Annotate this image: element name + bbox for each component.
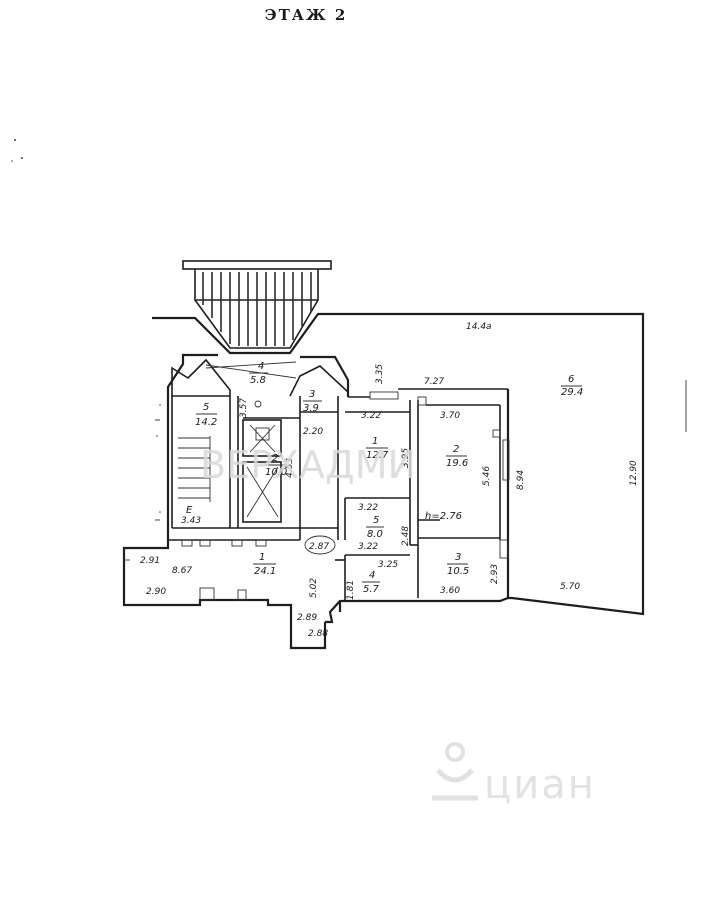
dimension-labels: 14.4a 7.27 3.22 3.70 3.22 2.20 4.53 3.95… bbox=[140, 322, 639, 639]
svg-text:Е: Е bbox=[186, 505, 193, 516]
svg-text:3.22: 3.22 bbox=[361, 411, 381, 421]
room-1-127: 112.7 bbox=[366, 436, 389, 461]
svg-text:2.89: 2.89 bbox=[297, 613, 317, 623]
svg-text:2.20: 2.20 bbox=[303, 427, 323, 437]
svg-text:5.7: 5.7 bbox=[363, 584, 380, 595]
circled-dimension: 2.87 bbox=[304, 535, 336, 555]
floor-title: ЭТАЖ 2 bbox=[264, 6, 348, 24]
watermark-text: ВЕРХАДМИ bbox=[200, 443, 416, 487]
svg-text:14.2: 14.2 bbox=[195, 417, 217, 428]
room-5-142: 514.2 bbox=[195, 402, 217, 428]
svg-text:12.90: 12.90 bbox=[629, 460, 639, 486]
svg-text:2: 2 bbox=[453, 444, 459, 455]
watermarks: ВЕРХАДМИ циан bbox=[200, 443, 596, 808]
svg-text:5: 5 bbox=[373, 515, 379, 526]
entrance-stair-hatch bbox=[182, 260, 332, 349]
svg-text:3: 3 bbox=[455, 552, 461, 563]
svg-text:8.0: 8.0 bbox=[367, 529, 383, 540]
svg-text:3.57: 3.57 bbox=[239, 398, 249, 418]
svg-text:3: 3 bbox=[309, 389, 315, 400]
room-4-57: 45.7 bbox=[362, 570, 380, 595]
interior-walls bbox=[124, 380, 687, 601]
room-2-100: 210.0 bbox=[265, 453, 287, 478]
svg-text:6: 6 bbox=[568, 374, 574, 385]
svg-text:2.87: 2.87 bbox=[309, 542, 329, 552]
room-6-294: 629.4 bbox=[561, 374, 583, 398]
svg-text:2: 2 bbox=[272, 453, 278, 464]
svg-text:1: 1 bbox=[372, 436, 378, 447]
svg-text:3.22: 3.22 bbox=[358, 503, 378, 513]
svg-text:4: 4 bbox=[258, 361, 264, 372]
svg-text:8.94: 8.94 bbox=[516, 470, 526, 490]
svg-text:14.4a: 14.4a bbox=[466, 322, 492, 332]
svg-text:5.70: 5.70 bbox=[560, 582, 580, 592]
svg-text:10.5: 10.5 bbox=[447, 566, 469, 577]
svg-text:5.02: 5.02 bbox=[309, 578, 319, 598]
svg-text:3.60: 3.60 bbox=[440, 586, 460, 596]
svg-text:5: 5 bbox=[203, 402, 209, 413]
svg-text:24.1: 24.1 bbox=[254, 566, 276, 577]
svg-text:19.6: 19.6 bbox=[446, 458, 468, 469]
room-e: Е3.43 bbox=[181, 505, 201, 526]
room-3-105: 310.5 bbox=[447, 552, 469, 577]
svg-text:4.53: 4.53 bbox=[285, 458, 295, 478]
outer-walls bbox=[122, 312, 645, 650]
svg-text:3.70: 3.70 bbox=[440, 411, 460, 421]
room-1-24: 124.1 bbox=[253, 552, 276, 577]
svg-text:12.7: 12.7 bbox=[366, 450, 389, 461]
svg-text:3.43: 3.43 bbox=[181, 516, 201, 526]
svg-text:29.4: 29.4 bbox=[561, 387, 583, 398]
svg-text:3.25: 3.25 bbox=[378, 560, 398, 570]
svg-text:8.67: 8.67 bbox=[172, 566, 192, 576]
svg-text:2.93: 2.93 bbox=[490, 564, 500, 584]
svg-text:1.81: 1.81 bbox=[346, 580, 356, 600]
svg-text:2.91: 2.91 bbox=[140, 556, 160, 566]
svg-text:7.27: 7.27 bbox=[424, 377, 444, 387]
svg-text:1: 1 bbox=[259, 552, 265, 563]
svg-text:3.95: 3.95 bbox=[401, 448, 411, 468]
svg-text:5.46: 5.46 bbox=[482, 466, 492, 486]
svg-text:5.8: 5.8 bbox=[250, 375, 266, 386]
cian-logo-icon bbox=[432, 742, 478, 801]
room-labels: 45.8 514.2 33.9 112.7 219.6 210.0 629.4 … bbox=[181, 361, 583, 595]
svg-text:3.9: 3.9 bbox=[303, 403, 319, 414]
svg-text:2.88: 2.88 bbox=[308, 629, 328, 639]
svg-text:3.35: 3.35 bbox=[375, 364, 385, 384]
room-2-196: 219.6 bbox=[446, 444, 468, 469]
svg-text:4: 4 bbox=[369, 570, 375, 581]
stair-core bbox=[171, 358, 349, 540]
svg-text:2.48: 2.48 bbox=[401, 526, 411, 546]
room-3-39: 33.9 bbox=[303, 389, 322, 414]
svg-text:10.0: 10.0 bbox=[265, 467, 287, 478]
svg-text:2.90: 2.90 bbox=[146, 587, 166, 597]
room-5-80: 58.0 bbox=[366, 515, 384, 540]
svg-text:3.22: 3.22 bbox=[358, 542, 378, 552]
room-4-58: 45.8 bbox=[249, 361, 268, 386]
scan-specks bbox=[11, 139, 161, 513]
ceiling-height-note: h=2.76 bbox=[425, 511, 462, 522]
cian-watermark-text: циан bbox=[484, 762, 596, 808]
